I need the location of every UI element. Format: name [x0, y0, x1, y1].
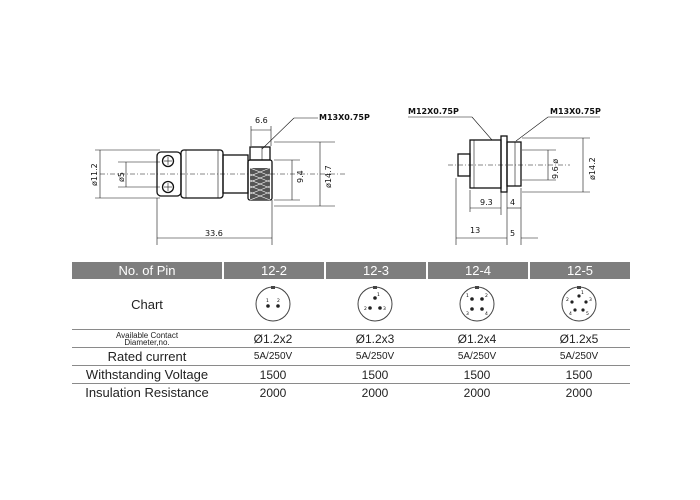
dim-dia-14-7: ø14.7: [324, 165, 333, 188]
current-12-3: 5A/250V: [355, 351, 395, 362]
pin-dot: [266, 304, 270, 308]
pin-number: 2: [277, 298, 280, 304]
contact-label-line2: Diameter,no.: [124, 337, 170, 347]
current-12-2: 5A/250V: [253, 351, 293, 362]
rated-current-label: Rated current: [107, 349, 187, 364]
pin-dot: [570, 300, 574, 304]
insulation-12-2: 2000: [259, 385, 287, 400]
contact-12-3: Ø1.2x3: [355, 331, 395, 346]
dim-9-3: 9.3: [480, 198, 493, 207]
pin-number: 2: [364, 306, 367, 312]
pin-number: 1: [466, 293, 469, 299]
insulation-12-3: 2000: [361, 385, 389, 400]
pin-number: 4: [485, 311, 488, 317]
pin-dot: [581, 308, 585, 312]
current-12-5: 5A/250V: [559, 351, 599, 362]
pin-number: 1: [266, 298, 269, 304]
pin-dot: [480, 307, 484, 311]
pin-number: 3: [383, 306, 386, 312]
header-12-3: 12-3: [324, 262, 426, 279]
dim-6-6: 6.6: [255, 116, 268, 125]
pin-number: 1: [581, 290, 584, 296]
dim-13: 13: [470, 226, 480, 235]
contact-12-5: Ø1.2x5: [559, 331, 599, 346]
plug-side-view: M13X0.75P 6.6 ø11.2 ø5 9.4 ø14.7 33.6: [90, 113, 370, 245]
dim-dia-5: ø5: [117, 172, 126, 182]
thread-label-left: M13X0.75P: [319, 113, 370, 122]
pin-number: 5: [586, 311, 589, 317]
pin-number: 1: [377, 292, 380, 298]
thread-label-m13: M13X0.75P: [550, 107, 601, 116]
pin-dot: [276, 304, 280, 308]
header-12-2: 12-2: [222, 262, 324, 279]
contact-label-line1: Available Contact: [115, 330, 179, 340]
spec-table: No. of Pin 12-2 12-3 12-4 12-5 Chart 1 2: [72, 262, 630, 401]
insulation-12-4: 2000: [463, 385, 491, 400]
technical-drawing: M13X0.75P 6.6 ø11.2 ø5 9.4 ø14.7 33.6: [90, 107, 601, 245]
pin-dot: [577, 294, 581, 298]
voltage-12-4: 1500: [463, 367, 491, 382]
rated-current-row: Rated current 5A/250V 5A/250V 5A/250V 5A…: [72, 348, 630, 366]
contact-12-2: Ø1.2x2: [253, 331, 293, 346]
voltage-12-5: 1500: [565, 367, 593, 382]
chart-row: Chart 1 2 1 2 3: [72, 279, 630, 330]
voltage-12-2: 1500: [259, 367, 287, 382]
pin-chart-12-5: 1 2 3 4 5: [561, 286, 597, 322]
insulation-resistance-row: Insulation Resistance 2000 2000 2000 200…: [72, 384, 630, 401]
pin-number: 3: [466, 311, 469, 317]
pin-dot: [378, 306, 382, 310]
pin-number: 2: [485, 293, 488, 299]
socket-side-view: M12X0.75P M13X0.75P 9.6 ø ø14.2 9.3 4 13…: [408, 107, 601, 245]
pin-dot: [470, 307, 474, 311]
pin-dot: [470, 297, 474, 301]
dim-33-6: 33.6: [205, 229, 223, 238]
contact-12-4: Ø1.2x4: [457, 331, 497, 346]
voltage-12-3: 1500: [361, 367, 389, 382]
header-12-5: 12-5: [528, 262, 630, 279]
dim-dia-11-2: ø11.2: [90, 163, 99, 186]
pin-number: 3: [589, 297, 592, 303]
pin-chart-12-4: 1 2 3 4: [459, 286, 495, 322]
pin-dot: [373, 296, 377, 300]
pin-number: 4: [569, 311, 572, 317]
withstanding-voltage-row: Withstanding Voltage 1500 1500 1500 1500: [72, 366, 630, 384]
pin-dot: [368, 306, 372, 310]
pin-dot: [584, 300, 588, 304]
table-header-row: No. of Pin 12-2 12-3 12-4 12-5: [72, 262, 630, 279]
pin-dot: [573, 308, 577, 312]
pin-number: 2: [566, 297, 569, 303]
insulation-resistance-label: Insulation Resistance: [85, 385, 209, 400]
header-12-4: 12-4: [426, 262, 528, 279]
withstanding-voltage-label: Withstanding Voltage: [85, 367, 209, 382]
insulation-12-5: 2000: [565, 385, 593, 400]
dim-9-4: 9.4: [296, 170, 305, 183]
dim-5: 5: [510, 229, 515, 238]
current-12-4: 5A/250V: [457, 351, 497, 362]
chart-label: Chart: [131, 296, 163, 312]
pin-dot: [480, 297, 484, 301]
pin-chart-12-3: 1 2 3: [357, 286, 393, 322]
thread-label-m12: M12X0.75P: [408, 107, 459, 116]
dim-9-6: 9.6 ø: [551, 159, 560, 179]
dim-dia-14-2: ø14.2: [588, 157, 597, 180]
header-no-of-pin: No. of Pin: [118, 263, 176, 278]
pin-chart-12-2: 1 2: [255, 286, 291, 322]
dim-4: 4: [510, 198, 515, 207]
